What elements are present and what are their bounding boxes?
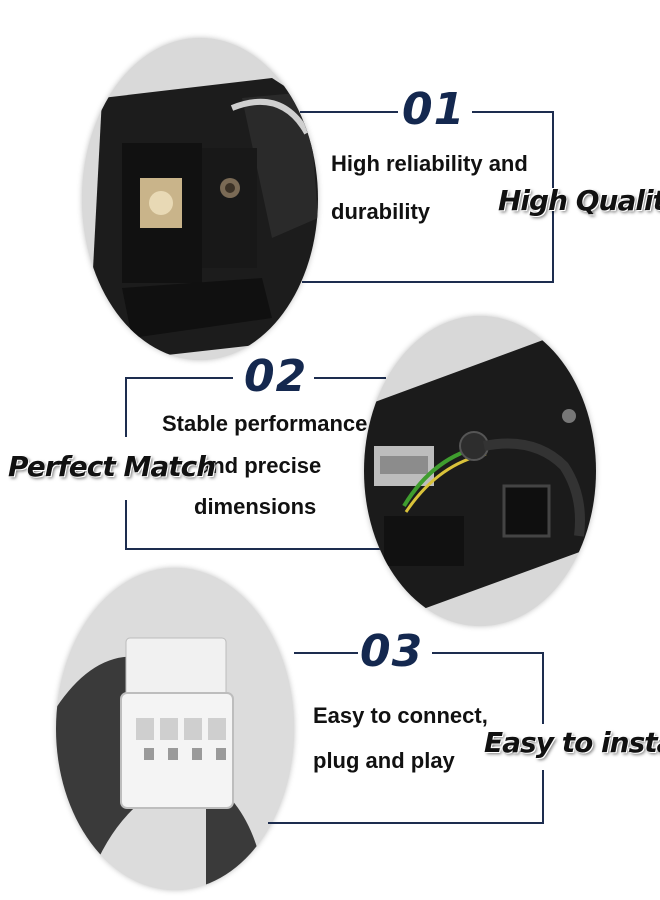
feature-2-tag: Perfect Match — [8, 450, 216, 483]
feature-number-2: 02 — [244, 351, 308, 402]
bracket-illustration — [82, 38, 318, 360]
wiring-illustration — [364, 316, 596, 626]
frame-2-bottom-line — [125, 548, 383, 550]
feature-3-text-line-2: plug and play — [313, 748, 455, 773]
connector-illustration — [56, 568, 294, 890]
frame-3-bottom-line — [268, 822, 544, 824]
feature-3-tag: Easy to install — [484, 726, 660, 759]
feature-2-text-line-3: dimensions — [194, 494, 317, 519]
frame-2-top-line-right — [314, 377, 386, 379]
frame-3-top-line-left — [294, 652, 358, 654]
frame-3-right-line-top — [542, 652, 544, 724]
feature-1-tag: High Quality — [498, 184, 660, 217]
feature-1-text-line-1: High reliability and — [331, 151, 528, 176]
frame-1-right-line — [552, 111, 554, 283]
frame-1-top-line-left — [300, 111, 398, 113]
frame-2-left-line-bottom — [125, 500, 127, 550]
feature-1-text-line-2: durability — [331, 199, 431, 224]
product-photo-3-connector — [56, 568, 294, 890]
frame-2-top-line-left — [125, 377, 233, 379]
feature-number-3: 03 — [360, 626, 424, 677]
feature-2-text-line-1: Stable performance — [162, 411, 368, 436]
frame-3-top-line-right — [432, 652, 544, 654]
product-photo-1-mount — [82, 38, 318, 360]
feature-3-text-line-1: Easy to connect, — [313, 703, 488, 728]
frame-2-left-line-top — [125, 377, 127, 437]
product-photo-2-wiring — [364, 316, 596, 626]
feature-number-1: 01 — [402, 84, 466, 135]
frame-3-right-line-bottom — [542, 770, 544, 824]
feature-2-text-line-2: and precise — [199, 453, 322, 478]
frame-1-top-line-right — [472, 111, 554, 113]
frame-1-bottom-line — [302, 281, 554, 283]
